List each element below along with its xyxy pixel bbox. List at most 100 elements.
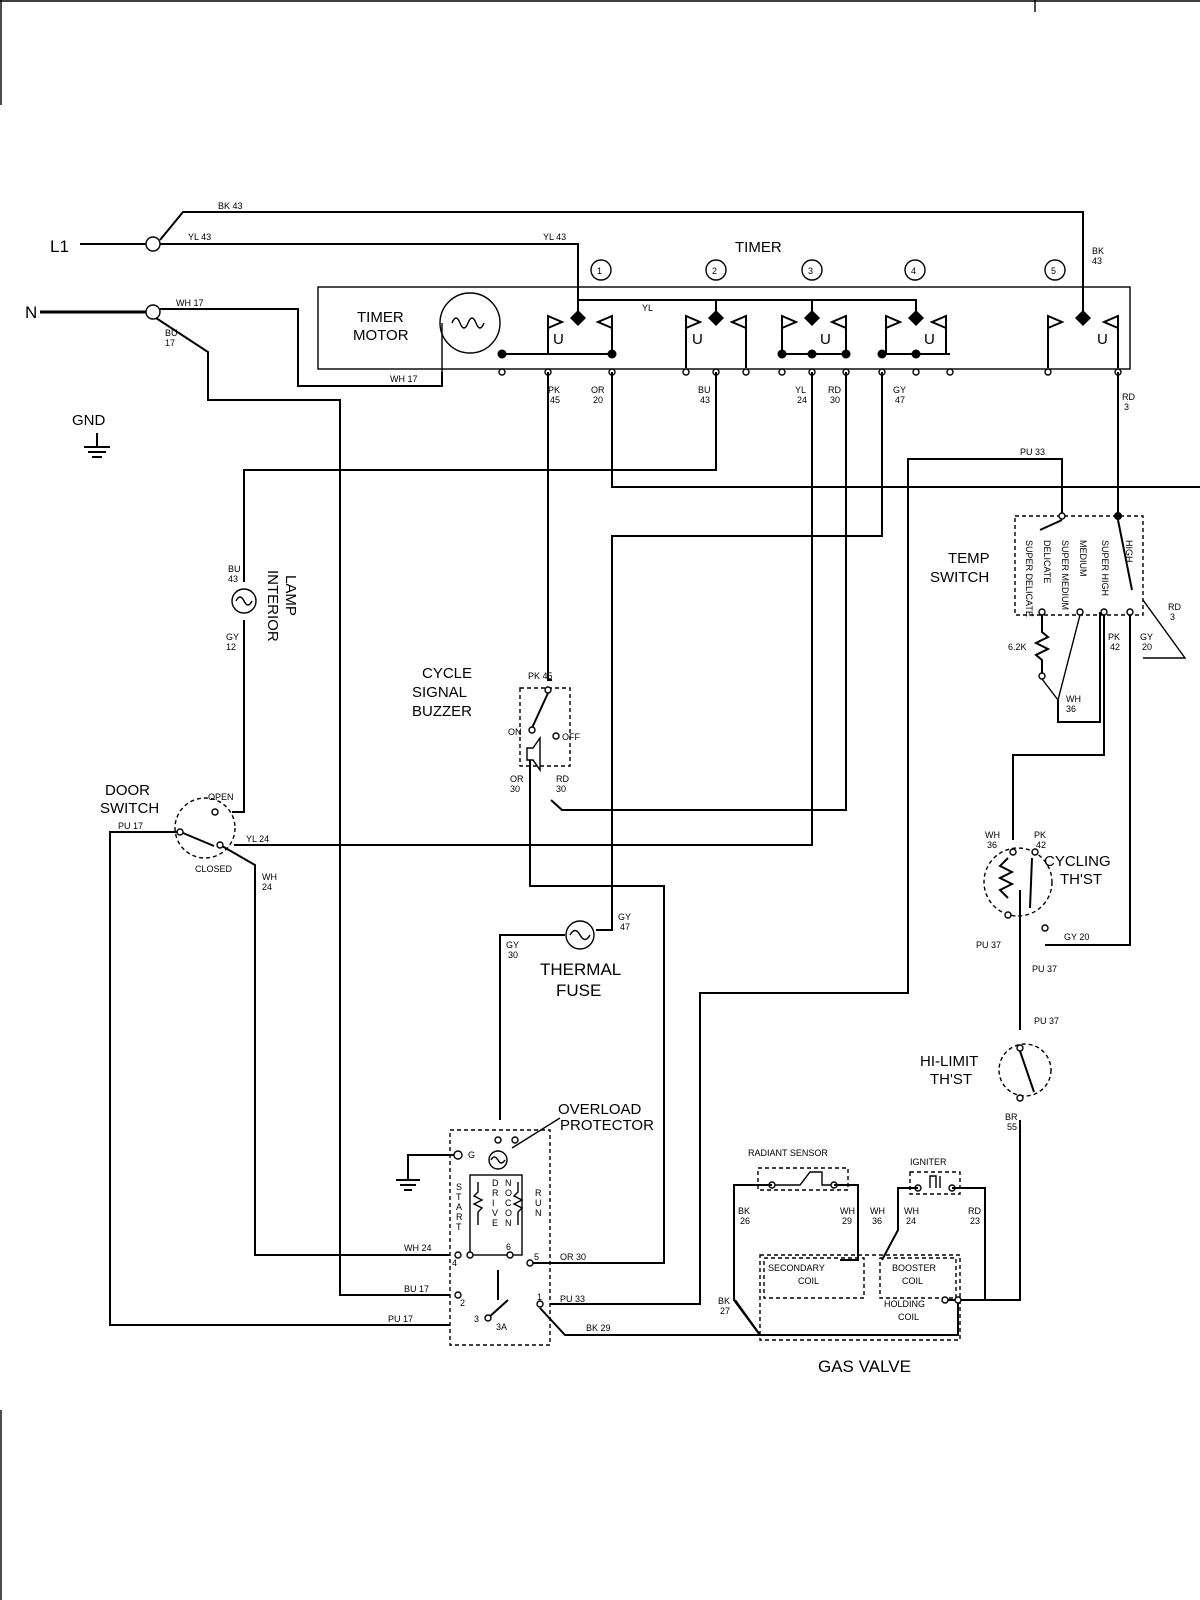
lbl-20: 20	[593, 395, 603, 405]
term-3a: 3A	[496, 1322, 507, 1332]
cam-4-contacts: U	[877, 310, 950, 359]
run-winding: R U N	[512, 1182, 542, 1225]
radiant-sensor-label: RADIANT SENSOR	[748, 1148, 828, 1158]
buzzer-label-1: CYCLE	[422, 665, 472, 682]
fuse-47: 47	[620, 922, 630, 932]
tab-high: HIGH	[1124, 540, 1134, 563]
gnd-label: GND	[72, 412, 106, 429]
lbl-rd: RD	[828, 385, 841, 395]
lbl-rd-b: RD	[1122, 392, 1135, 402]
hi-limit-thermostat: PU 37 HI-LIMIT TH'ST BR 55	[920, 1016, 1059, 1132]
start-a: A	[456, 1202, 462, 1212]
yl-label: YL	[642, 303, 653, 313]
hl-pu37: PU 37	[1034, 1016, 1059, 1026]
lbl-pu17: PU 17	[118, 821, 143, 831]
lbl-pu33: PU 33	[1020, 447, 1045, 457]
tab-delicate: DELICATE	[1042, 540, 1052, 583]
run-u: U	[535, 1198, 542, 1208]
overload-label-2: PROTECTOR	[560, 1117, 654, 1134]
ground-symbol	[84, 433, 110, 458]
motor-pu17: PU 17	[388, 1314, 413, 1324]
igniter-label: IGNITER	[910, 1157, 947, 1167]
wire-label-17: 17	[165, 338, 175, 348]
cam-5-u: U	[1097, 331, 1108, 348]
gv-27: 27	[720, 1306, 730, 1316]
cam-3-u: U	[820, 331, 831, 348]
drive-d: D	[492, 1178, 499, 1188]
l1-label: L1	[50, 237, 69, 256]
lbl-bu: BU	[698, 385, 711, 395]
term-1: 1	[537, 1292, 542, 1302]
wire-label-yl43: YL 43	[188, 232, 211, 242]
lbl-or: OR	[591, 385, 605, 395]
buzzer-off: OFF	[562, 732, 580, 742]
buzzer-label-3: BUZZER	[412, 703, 472, 720]
temp-42: 42	[1110, 642, 1120, 652]
cam-numbers: 1 2 3 4 5	[590, 259, 1066, 281]
tab-super-high: SUPER HIGH	[1100, 540, 1110, 596]
buzzer-30: 30	[510, 784, 520, 794]
timer-terminals	[498, 368, 1122, 376]
gv-26: 26	[740, 1216, 750, 1226]
start-t2: T	[456, 1222, 462, 1232]
l1-terminal	[145, 236, 161, 252]
cyc-42: 42	[1036, 840, 1046, 850]
timer-motor-label: TIMER	[357, 309, 404, 326]
yl-bus	[577, 299, 917, 318]
lamp-gy: GY	[226, 632, 239, 642]
term-2: 2	[460, 1298, 465, 1308]
start-t: T	[456, 1192, 462, 1202]
cam-1-contacts: U	[497, 310, 617, 359]
n-terminal	[145, 304, 161, 320]
run-r: R	[535, 1188, 542, 1198]
wire-label-wh17: WH 17	[176, 298, 204, 308]
timer-housing	[317, 286, 1131, 370]
nocon-n2: N	[505, 1218, 512, 1228]
cam-4: 4	[911, 266, 916, 276]
drive-v: V	[492, 1208, 498, 1218]
n-label: N	[25, 303, 37, 322]
secondary-coil: SECONDARY	[768, 1263, 825, 1273]
motor-wh24: WH 24	[404, 1243, 432, 1253]
motor-g: G	[468, 1150, 475, 1160]
cyc-gy20: GY 20	[1064, 932, 1089, 942]
term-5: 5	[534, 1252, 539, 1262]
overload-label: OVERLOAD	[558, 1101, 642, 1118]
fuse-gy-b: GY	[618, 912, 631, 922]
gv-36: 36	[872, 1216, 882, 1226]
temp-wh: WH	[1066, 694, 1081, 704]
hl-label-2: TH'ST	[930, 1071, 972, 1088]
cycling-thermostat: WH 36 PK 42 CYCLING TH'ST PU 37 PU 37 GY…	[976, 830, 1111, 974]
lbl-45: 45	[550, 395, 560, 405]
hl-br: BR	[1005, 1112, 1018, 1122]
timer-output-labels: PK 45 OR 20 BU 43 YL 24 RD 30 GY 47 RD 3	[548, 385, 1135, 412]
gv-bk-b: BK	[718, 1296, 730, 1306]
cyc-label: CYCLING	[1044, 853, 1111, 870]
cyc-label-2: TH'ST	[1060, 871, 1102, 888]
nocon-o2: O	[505, 1208, 512, 1218]
hl-label: HI-LIMIT	[920, 1053, 978, 1070]
drive-switch: D R I V E N O C O N	[492, 1178, 512, 1228]
gv-29: 29	[842, 1216, 852, 1226]
cam-1-u: U	[553, 331, 564, 348]
gas-valve: RADIANT SENSOR BK 26 WH 29 IGNITER WH 36…	[718, 1148, 986, 1376]
lbl-yl24: YL 24	[246, 834, 269, 844]
tab-super-medium: SUPER MEDIUM	[1060, 540, 1070, 610]
nocon-n: N	[505, 1178, 512, 1188]
door-switch-label-2: SWITCH	[100, 800, 159, 817]
lamp-label-2: LAMP	[282, 575, 299, 616]
fuse-30: 30	[508, 950, 518, 960]
gas-valve-label: GAS VALVE	[818, 1357, 911, 1376]
gv-wh-b: WH	[870, 1206, 885, 1216]
drive-e: E	[492, 1218, 498, 1228]
gv-bk: BK	[738, 1206, 750, 1216]
gv-23: 23	[970, 1216, 980, 1226]
lbl-30: 30	[830, 395, 840, 405]
cam-2-u: U	[692, 331, 703, 348]
term-4: 4	[452, 1258, 457, 1268]
cyc-pu37: PU 37	[976, 940, 1001, 950]
lamp-43: 43	[228, 574, 238, 584]
cam-1: 1	[597, 266, 602, 276]
drive-r: R	[492, 1188, 499, 1198]
tab-medium: MEDIUM	[1078, 540, 1088, 577]
